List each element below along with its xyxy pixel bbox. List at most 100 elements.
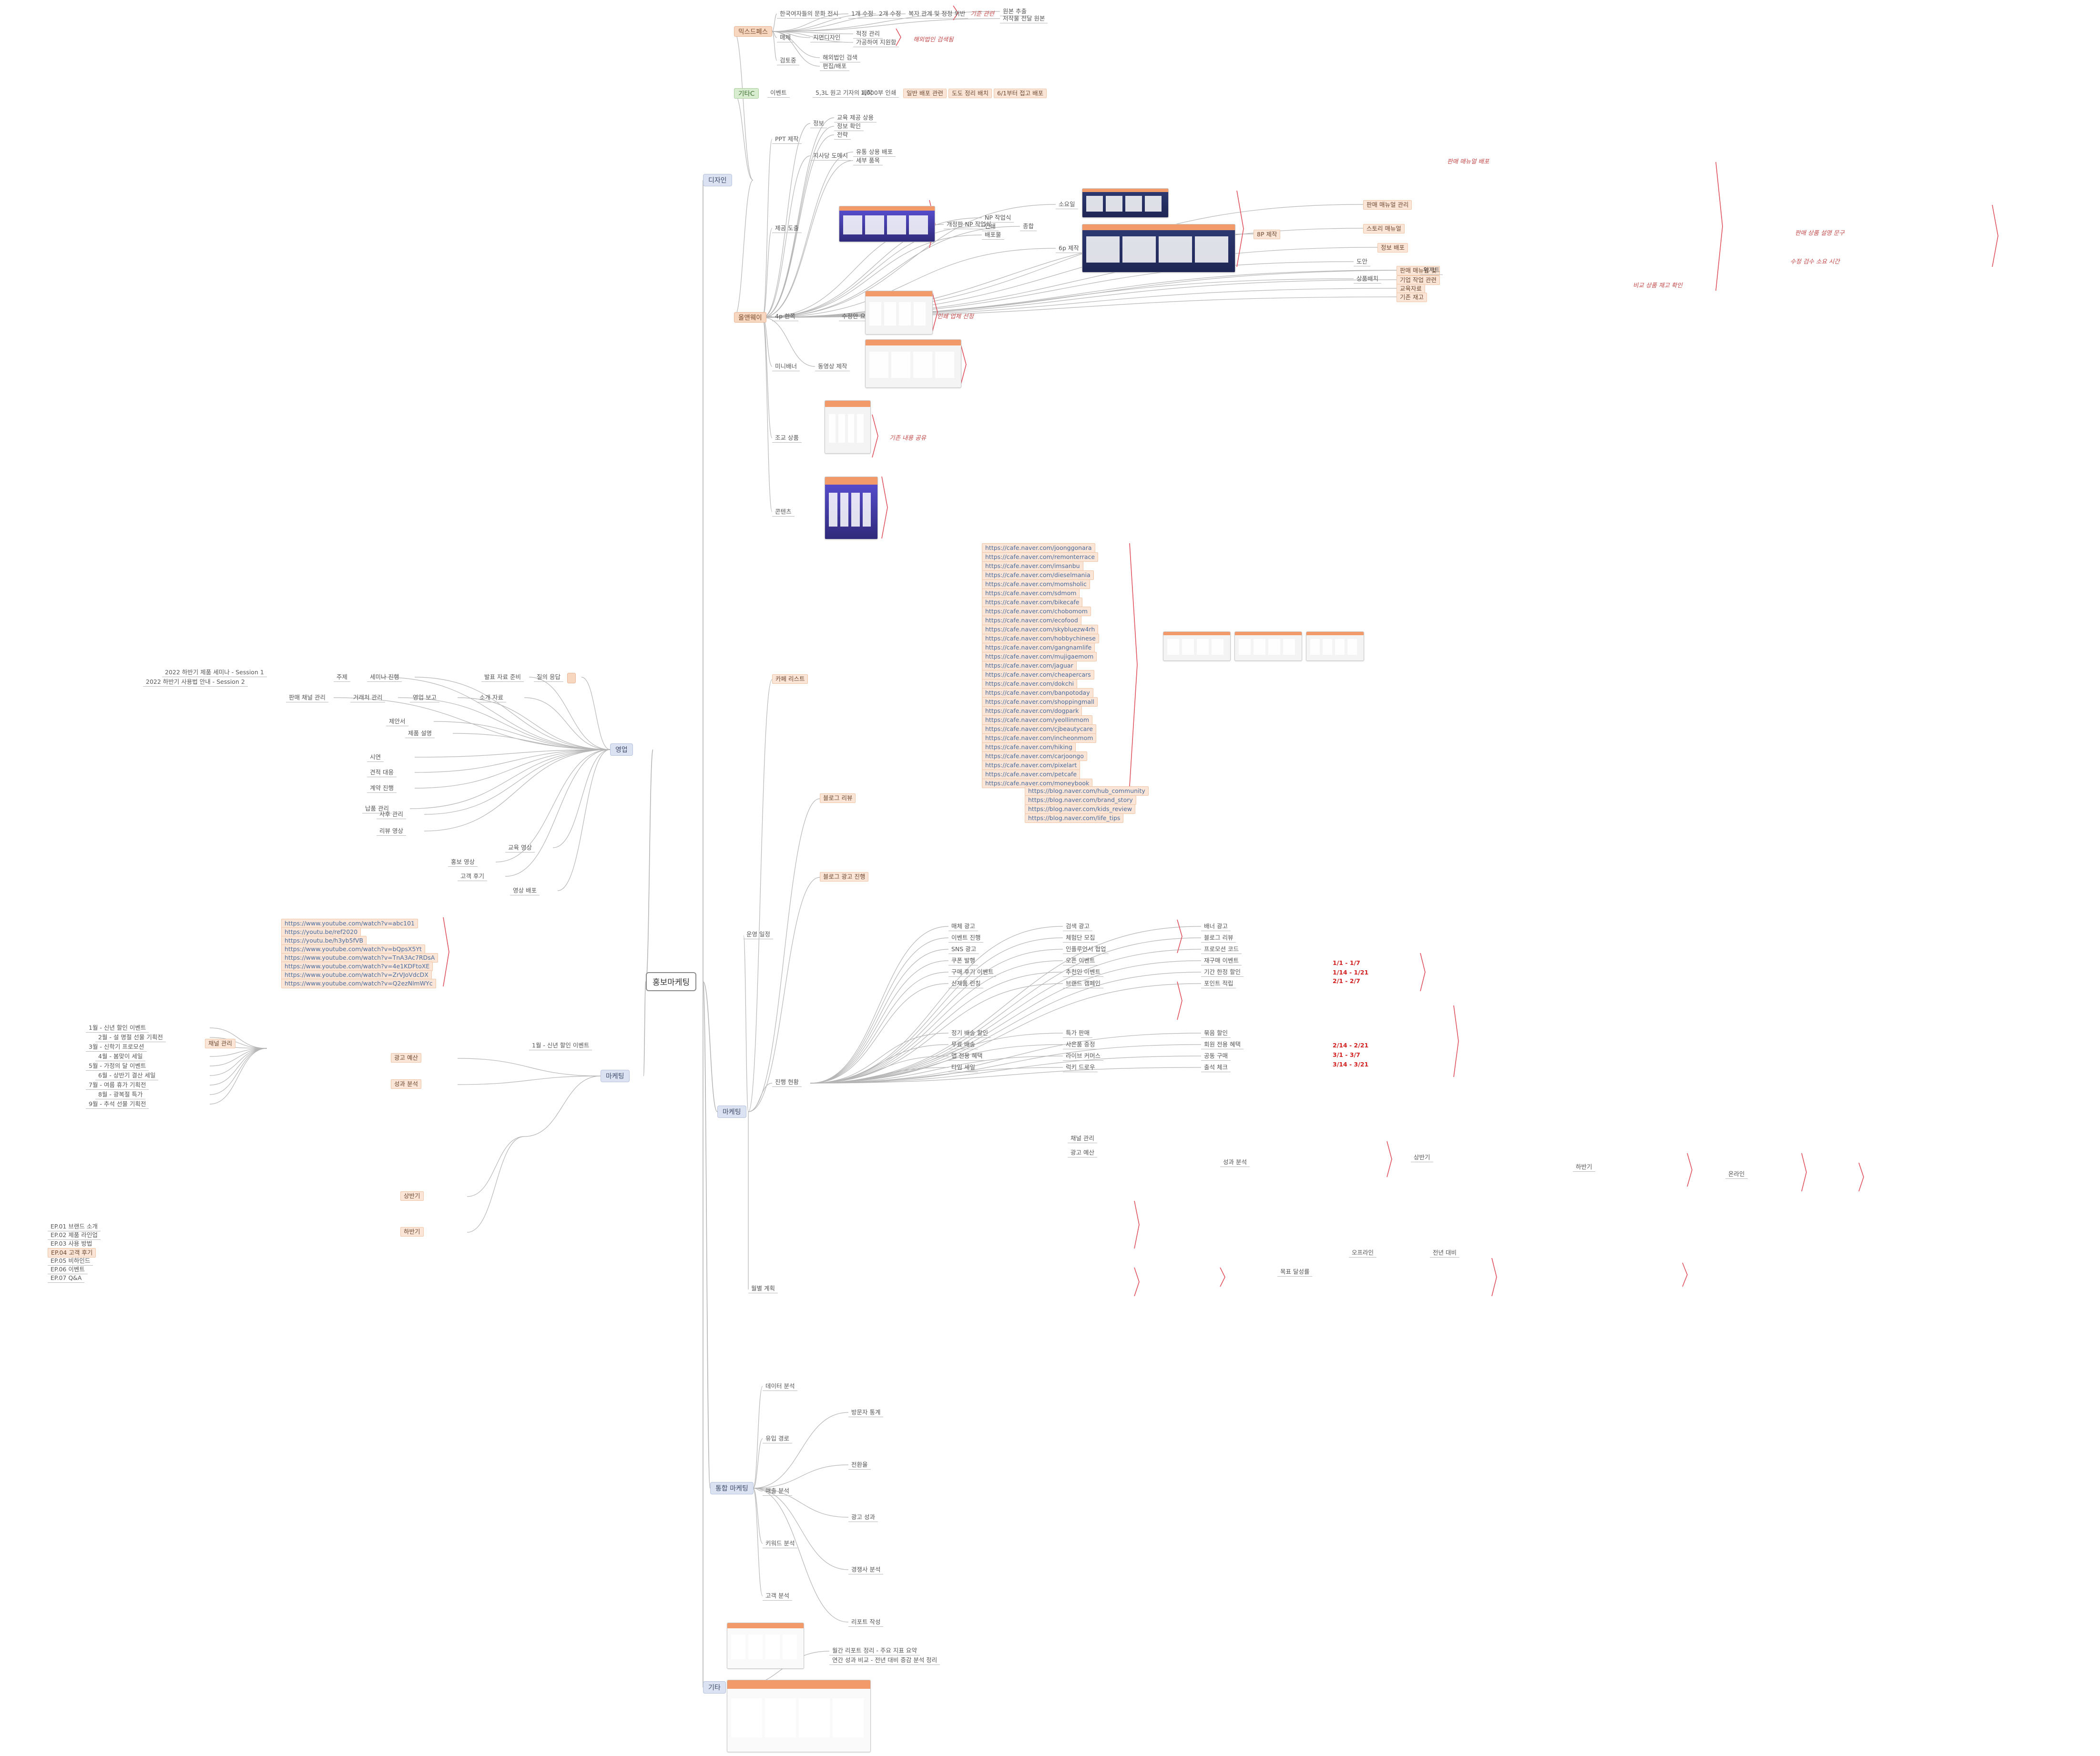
cafe-link[interactable]: https://cafe.naver.com/pixelart — [982, 761, 1081, 770]
cafe-link[interactable]: https://cafe.naver.com/hiking — [982, 742, 1076, 752]
thumbnail-panel — [869, 302, 881, 325]
sales-item: 거래처 관리 — [350, 693, 386, 702]
thumbnail-header — [1163, 632, 1230, 636]
blog-link[interactable]: https://blog.naver.com/hub_community — [1025, 786, 1149, 796]
design-offline-item: 교육자료 — [1397, 284, 1426, 294]
episode-item[interactable]: EP.03 사용 방법 — [48, 1239, 95, 1248]
cafe-link[interactable]: https://cafe.naver.com/imsanbu — [982, 561, 1083, 571]
branch-integrated-marketing[interactable]: 통합 마케팅 — [710, 1482, 754, 1494]
design-etc[interactable]: 기타C — [734, 88, 759, 99]
blog-link[interactable]: https://blog.naver.com/brand_story — [1025, 795, 1136, 805]
marketing-task: 타임 세일 — [948, 1063, 978, 1072]
cafe-link[interactable]: https://cafe.naver.com/moneybook — [982, 779, 1093, 788]
youtube-link[interactable]: https://youtu.be/h3yb5fVB — [281, 936, 367, 945]
cafe-link[interactable]: https://cafe.naver.com/cjbeautycare — [982, 724, 1096, 734]
episode-item[interactable]: EP.04 고객 후기 — [48, 1248, 96, 1258]
marketing-label: 오프라인 — [1349, 1248, 1377, 1258]
marketing-label: 광고 예산 — [1068, 1148, 1097, 1157]
connector-line — [810, 1067, 949, 1084]
root-topic[interactable]: 홍보마케팅 — [646, 972, 697, 991]
design-offline-item: 판매 매뉴얼 관리 — [1363, 200, 1412, 210]
youtube-link[interactable]: https://www.youtube.com/watch?v=4e1KDFto… — [281, 962, 433, 971]
cafe-link[interactable]: https://cafe.naver.com/ecofood — [982, 616, 1081, 625]
cafe-link[interactable]: https://cafe.naver.com/yeollinmom — [982, 715, 1093, 725]
design-mixx[interactable]: 믹스드페스 — [734, 26, 773, 37]
connector-line — [414, 677, 611, 750]
connector-line — [772, 31, 854, 34]
youtube-link[interactable]: https://www.youtube.com/watch?v=abc101 — [281, 919, 418, 928]
cafe-link[interactable]: https://cafe.naver.com/cheapercars — [982, 670, 1094, 680]
group-bracket — [1134, 1200, 1140, 1249]
thumbnail-header — [825, 401, 870, 407]
connector-line — [810, 1033, 1063, 1084]
episode-item[interactable]: EP.07 Q&A — [48, 1274, 85, 1283]
group-bracket — [881, 476, 888, 539]
marketing-label: 상반기 — [1411, 1153, 1433, 1162]
cafe-link[interactable]: https://cafe.naver.com/sdmom — [982, 589, 1080, 598]
cafe-link[interactable]: https://cafe.naver.com/petcafe — [982, 770, 1081, 779]
blog-link[interactable]: https://blog.naver.com/kids_review — [1025, 804, 1136, 814]
design-offline-note: 인쇄 업체 선정 — [937, 313, 974, 320]
cafe-link[interactable]: https://cafe.naver.com/chobomom — [982, 607, 1091, 616]
group-bracket — [1453, 1005, 1459, 1077]
marketing-task: 정기 배송 할인 — [948, 1029, 991, 1038]
thumbnail-story-manual — [865, 291, 933, 335]
cafe-link[interactable]: https://cafe.naver.com/remonterrace — [982, 552, 1099, 562]
cafe-link[interactable]: https://cafe.naver.com/carjoongo — [982, 751, 1087, 761]
branch-misc[interactable]: 기타 — [703, 1681, 726, 1694]
misc-note: 월간 리포트 정리 - 주요 지표 요약 — [829, 1646, 920, 1655]
thumbnail-panel — [1159, 236, 1192, 263]
cafe-link[interactable]: https://cafe.naver.com/skybluezw4rh — [982, 625, 1099, 634]
group-bracket — [1858, 1162, 1864, 1192]
episode-item[interactable]: EP.06 이벤트 — [48, 1265, 88, 1274]
design-offline-item: 수정안 요청 — [839, 312, 874, 321]
cafe-link[interactable]: https://cafe.naver.com/jaguar — [982, 661, 1077, 670]
connector-line — [424, 749, 611, 832]
episode-item[interactable]: EP.02 제품 라인업 — [48, 1231, 101, 1240]
sales-item: 교육 영상 — [505, 843, 535, 853]
sales-item: 계약 진행 — [367, 784, 397, 793]
cafe-link[interactable]: https://cafe.naver.com/banpotoday — [982, 688, 1093, 698]
youtube-link[interactable]: https://www.youtube.com/watch?v=Q2ezNlmW… — [281, 979, 436, 988]
blog-link[interactable]: https://blog.naver.com/life_tips — [1025, 813, 1124, 823]
thumbnail-panel — [851, 492, 860, 527]
cafe-link[interactable]: https://cafe.naver.com/shoppingmall — [982, 697, 1098, 707]
branch-marketing[interactable]: 마케팅 — [717, 1106, 746, 1118]
cafe-link[interactable]: https://cafe.naver.com/dieselmania — [982, 570, 1094, 580]
connector-line — [457, 1076, 601, 1085]
youtube-link[interactable]: https://www.youtube.com/watch?v=ZrVJoVdc… — [281, 970, 432, 980]
cafe-link[interactable]: https://cafe.naver.com/dokchi — [982, 679, 1078, 689]
sales-channel-d: 하반기 — [400, 1227, 424, 1237]
marketing-task: 인플루언서 협업 — [1063, 945, 1109, 954]
cafe-link[interactable]: https://cafe.naver.com/hobbychinese — [982, 634, 1099, 643]
group-bracket — [1491, 1258, 1497, 1297]
thumbnail-panel — [829, 492, 837, 527]
cafe-link[interactable]: https://cafe.naver.com/mujigaemom — [982, 652, 1097, 661]
connector-line — [810, 972, 949, 1084]
connector-line — [810, 1056, 1063, 1084]
connector-line — [703, 981, 711, 1489]
design-offline[interactable]: 올앤웨이 — [734, 312, 766, 323]
branch-design[interactable]: 디자인 — [703, 174, 732, 186]
youtube-link[interactable]: https://www.youtube.com/watch?v=bQpsX5Yt — [281, 944, 425, 954]
branch-offline-marketing[interactable]: 마케팅 — [601, 1070, 630, 1082]
marketing-task: 포인트 적립 — [1201, 979, 1236, 988]
youtube-link[interactable]: https://youtu.be/ref2020 — [281, 927, 361, 937]
cafe-link[interactable]: https://cafe.naver.com/joonggonara — [982, 543, 1095, 553]
cafe-link[interactable]: https://cafe.naver.com/gangnamlife — [982, 643, 1095, 652]
cafe-link[interactable]: https://cafe.naver.com/momsholic — [982, 579, 1090, 589]
thumbnail-header — [727, 1623, 804, 1629]
marketing-monthly-plan: 월별 계획 — [748, 1284, 778, 1293]
episode-item[interactable]: EP.01 브랜드 소개 — [48, 1222, 101, 1231]
episode-item[interactable]: EP.05 비하인드 — [48, 1257, 93, 1266]
design-offline-item: 교육 제공 상용 — [834, 113, 877, 122]
cafe-link[interactable]: https://cafe.naver.com/dogpark — [982, 706, 1082, 716]
youtube-link[interactable]: https://www.youtube.com/watch?v=TnA3Ac7R… — [281, 953, 438, 963]
connector-line — [810, 949, 1063, 1084]
thumbnail-panel — [909, 215, 928, 235]
cafe-link[interactable]: https://cafe.naver.com/bikecafe — [982, 598, 1083, 607]
marketing-label: 온라인 — [1725, 1170, 1748, 1179]
thumbnail-panel — [913, 352, 932, 378]
branch-sales[interactable]: 영업 — [610, 743, 633, 756]
cafe-link[interactable]: https://cafe.naver.com/incheonmom — [982, 733, 1097, 743]
